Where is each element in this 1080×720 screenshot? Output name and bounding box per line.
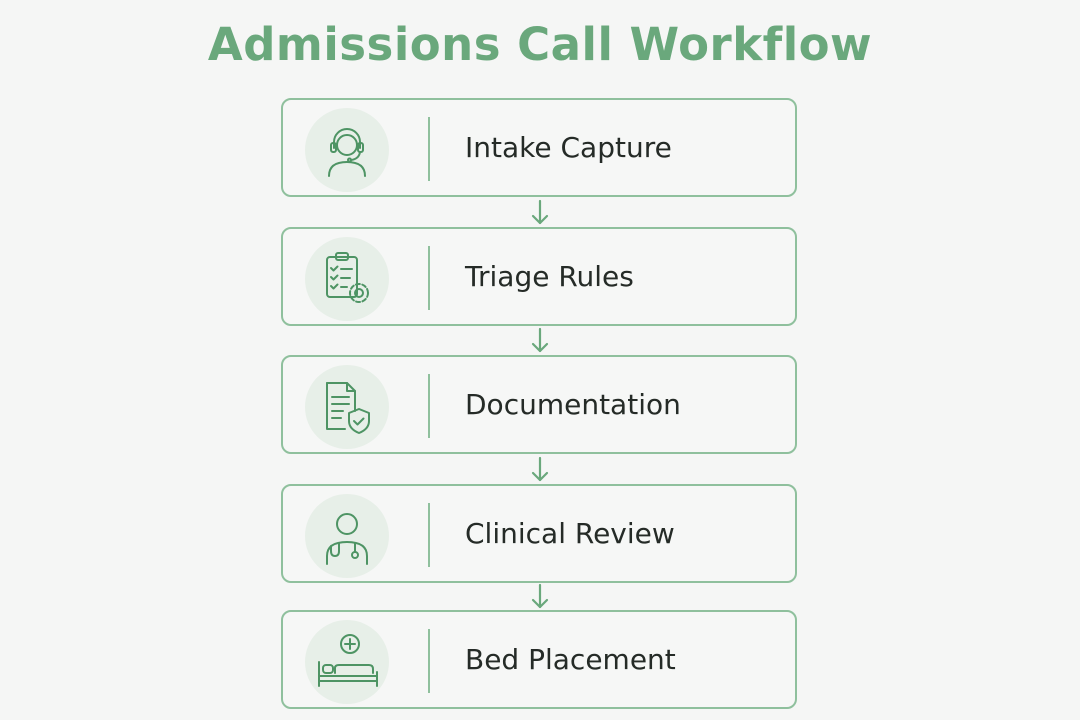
clipboard-checklist-gear-icon (305, 237, 389, 321)
step-intake-capture: Intake Capture (281, 98, 797, 197)
doctor-stethoscope-icon (305, 494, 389, 578)
arrow-down-icon (530, 456, 550, 484)
step-label: Documentation (465, 388, 681, 421)
step-divider (428, 246, 430, 310)
step-documentation: Documentation (281, 355, 797, 454)
document-shield-icon (305, 365, 389, 449)
step-label: Triage Rules (465, 260, 634, 293)
step-divider (428, 629, 430, 693)
step-label: Bed Placement (465, 643, 676, 676)
step-label: Clinical Review (465, 517, 675, 550)
arrow-down-icon (530, 583, 550, 611)
diagram-title: Admissions Call Workflow (207, 18, 873, 71)
step-label: Intake Capture (465, 131, 672, 164)
step-divider (428, 117, 430, 181)
step-clinical-review: Clinical Review (281, 484, 797, 583)
arrow-down-icon (530, 199, 550, 227)
step-bed-placement: Bed Placement (281, 610, 797, 709)
hospital-bed-icon (305, 620, 389, 704)
step-divider (428, 374, 430, 438)
step-triage-rules: Triage Rules (281, 227, 797, 326)
headset-agent-icon (305, 108, 389, 192)
step-divider (428, 503, 430, 567)
arrow-down-icon (530, 327, 550, 355)
